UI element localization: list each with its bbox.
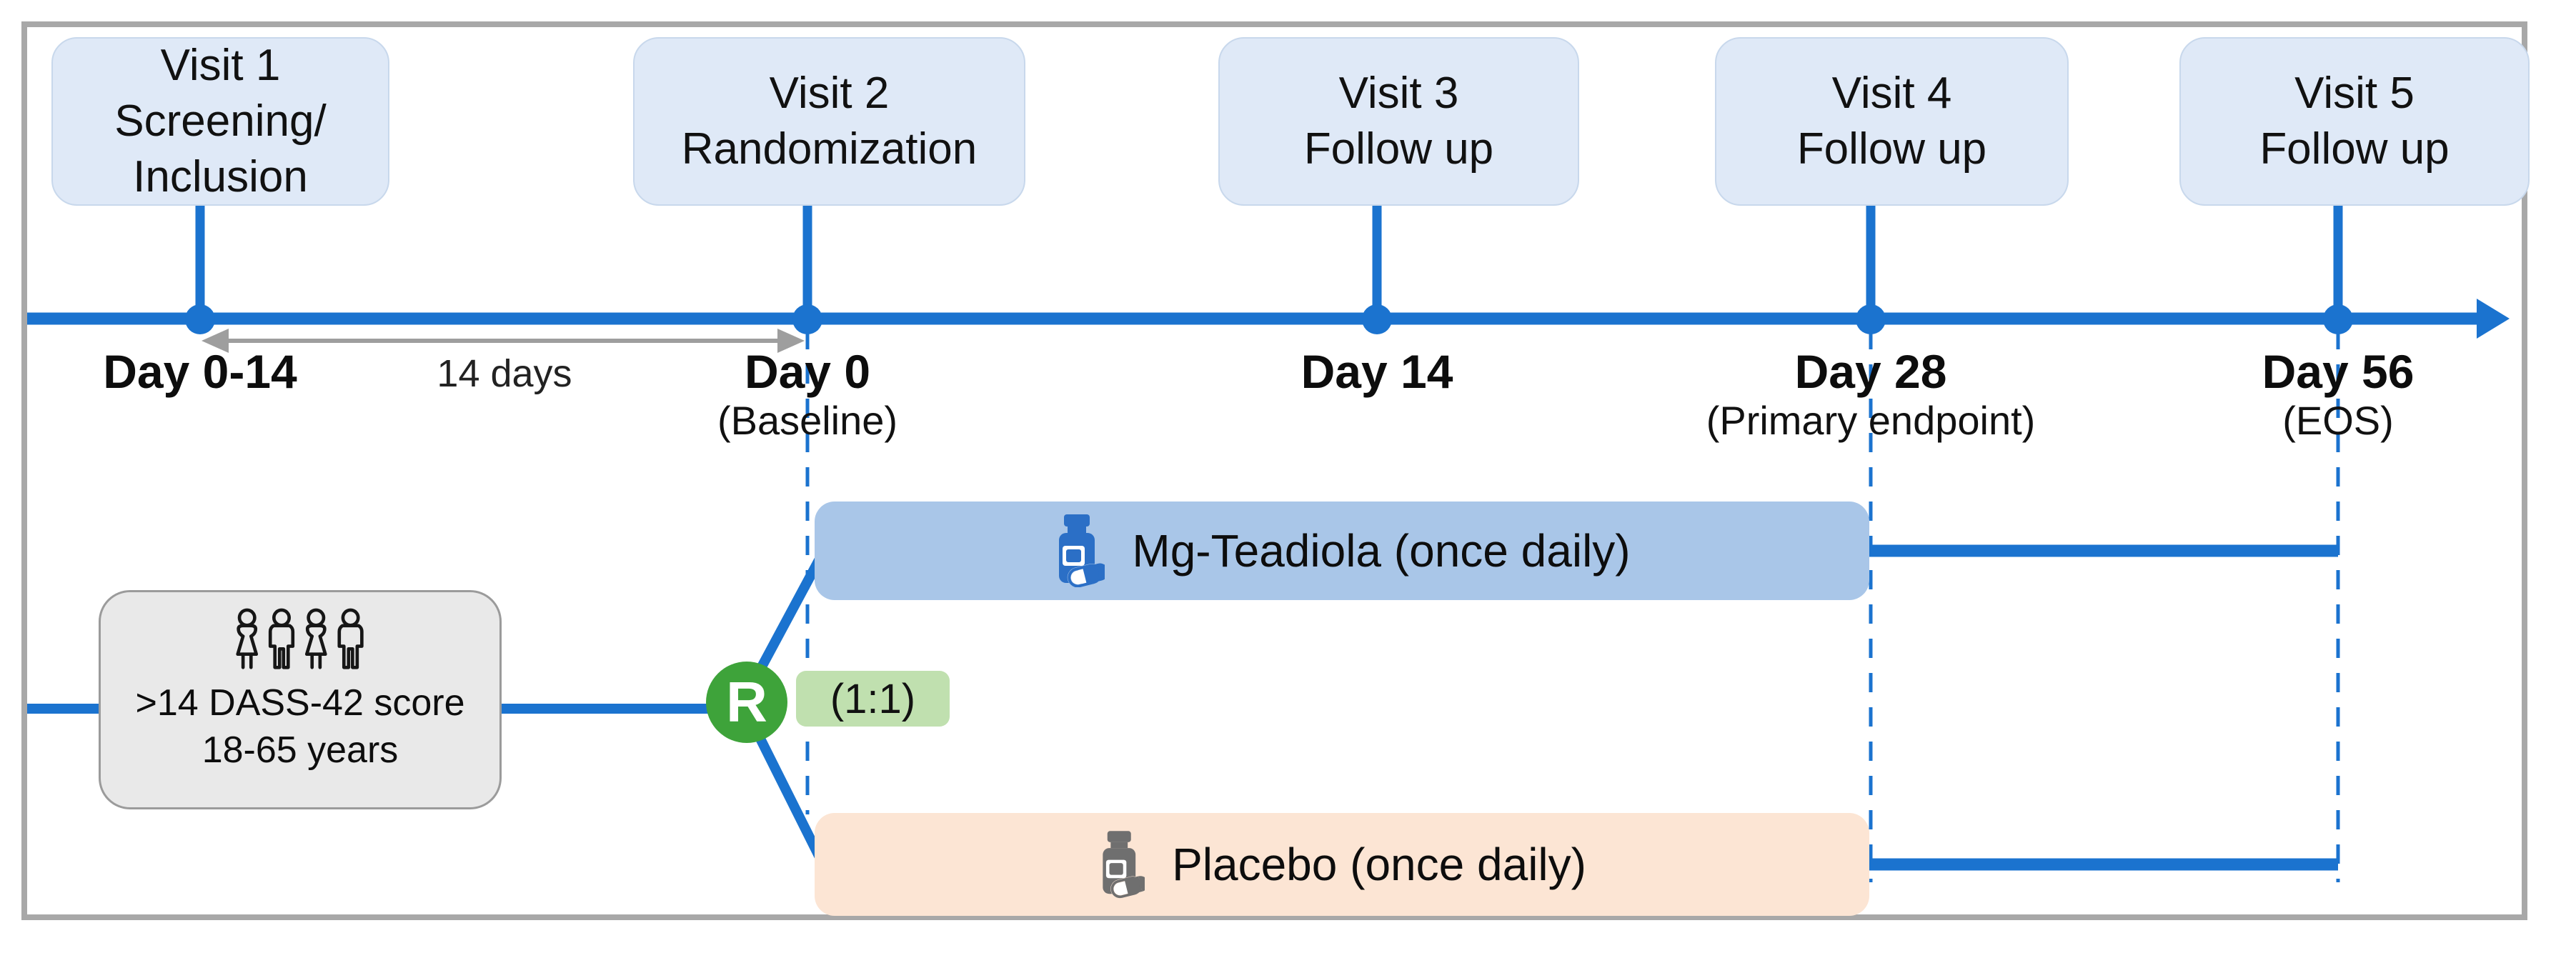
visit-subtitle: Randomization xyxy=(681,124,978,174)
visit-subtitle: Follow up xyxy=(1796,124,1987,174)
randomization-node: R xyxy=(706,662,787,743)
visit-subtitle: Screening/ xyxy=(114,96,327,146)
visit-box-5: Visit 5 Follow up xyxy=(2179,37,2530,206)
arm-label-mg-teadiola: Mg-Teadiola (once daily) xyxy=(1132,525,1631,577)
visit-subtitle: Inclusion xyxy=(133,152,308,201)
visit-title: Visit 4 xyxy=(1831,69,1952,118)
day-note-eos: (EOS) xyxy=(2282,398,2394,443)
pill-bottle-icon xyxy=(1059,514,1105,587)
interval-arrowhead-left-icon xyxy=(202,329,229,353)
population-box: >14 DASS-42 score 18-65 years xyxy=(99,590,502,809)
arm-bar-mg-teadiola: Mg-Teadiola (once daily) xyxy=(815,502,1869,600)
visit-title: Visit 5 xyxy=(2294,69,2415,118)
day-label-28: Day 28 xyxy=(1794,345,1947,398)
visit-subtitle: Follow up xyxy=(2259,124,2450,174)
visit-box-1: Visit 1 Screening/ Inclusion xyxy=(51,37,389,206)
arm-bar-placebo: Placebo (once daily) xyxy=(815,813,1869,916)
day-label-0: Day 0 xyxy=(744,345,871,398)
timeline-dot xyxy=(1856,304,1886,334)
visit-subtitle: Follow up xyxy=(1303,124,1494,174)
people-group-icon xyxy=(236,608,364,669)
timeline-arrowhead-icon xyxy=(2477,299,2510,339)
day-label-14: Day 14 xyxy=(1301,345,1453,398)
pill-bottle-icon xyxy=(1103,831,1145,899)
timeline-dot xyxy=(792,304,822,334)
visit-box-4: Visit 4 Follow up xyxy=(1715,37,2069,206)
visit-title: Visit 2 xyxy=(769,69,890,118)
visit-box-3: Visit 3 Follow up xyxy=(1218,37,1579,206)
timeline-dot xyxy=(2323,304,2353,334)
randomization-symbol: R xyxy=(726,670,767,734)
population-criteria-age: 18-65 years xyxy=(202,729,399,771)
visit-title: Visit 3 xyxy=(1338,69,1459,118)
day-label-0-14: Day 0-14 xyxy=(103,345,297,398)
visit-box-2: Visit 2 Randomization xyxy=(633,37,1025,206)
timeline-dot xyxy=(1362,304,1392,334)
visit-title: Visit 1 xyxy=(160,41,281,90)
day-note-primary-endpoint: (Primary endpoint) xyxy=(1706,398,2036,443)
ratio-label: (1:1) xyxy=(830,675,916,722)
timeline-dot xyxy=(185,304,215,334)
interval-arrowhead-right-icon xyxy=(777,329,805,353)
population-criteria-score: >14 DASS-42 score xyxy=(135,682,465,724)
randomization-ratio-badge: (1:1) xyxy=(796,671,950,727)
interval-label: 14 days xyxy=(437,352,572,395)
day-label-56: Day 56 xyxy=(2262,345,2415,398)
day-note-baseline: (Baseline) xyxy=(717,398,898,443)
arm-label-placebo: Placebo (once daily) xyxy=(1172,839,1586,890)
